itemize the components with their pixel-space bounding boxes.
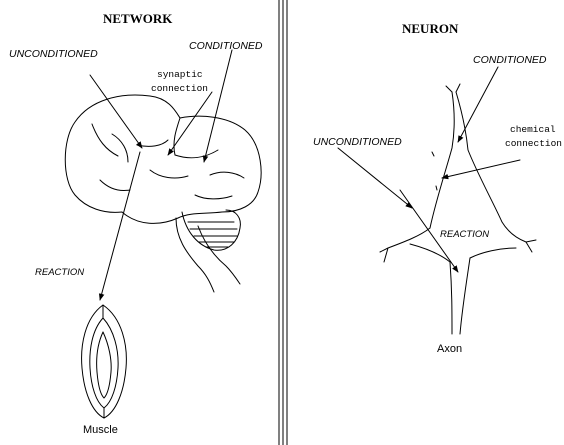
brain-illustration (65, 95, 261, 292)
muscle-label: Muscle (83, 425, 118, 436)
network-conditioned-label: CONDITIONED (189, 41, 263, 52)
panel-divider (279, 0, 287, 445)
neuron-unconditioned-label: UNCONDITIONED (313, 137, 402, 148)
network-reaction-label: REACTION (35, 268, 84, 278)
chemical-label-line2: connection (505, 139, 562, 149)
network-title: NETWORK (103, 12, 172, 25)
neuron-illustration (380, 84, 536, 334)
network-unconditioned-label: UNCONDITIONED (9, 49, 98, 60)
axon-label: Axon (437, 344, 462, 355)
neuron-arrows (338, 67, 520, 272)
neuron-conditioned-label: CONDITIONED (473, 55, 547, 66)
synaptic-label-line1: synaptic (157, 70, 203, 80)
chemical-label-line1: chemical (510, 125, 556, 135)
neuron-reaction-label: REACTION (440, 230, 489, 240)
neuron-title: NEURON (402, 22, 458, 35)
synaptic-label-line2: connection (151, 84, 208, 94)
muscle-illustration (82, 305, 127, 418)
